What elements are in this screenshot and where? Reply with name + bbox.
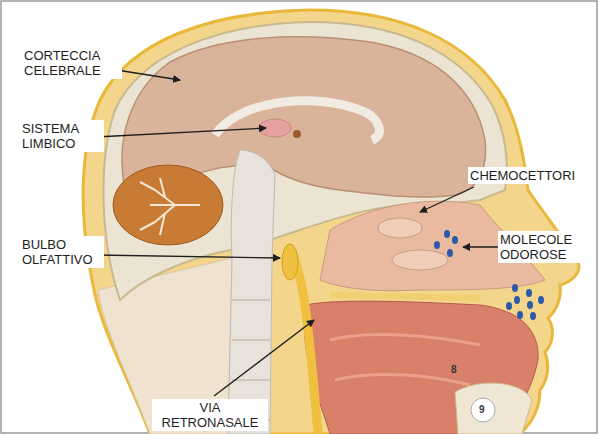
part-label: SISTEMA LIMBICO bbox=[20, 120, 104, 152]
tongue-fibres bbox=[330, 335, 480, 385]
head-skin bbox=[83, 10, 579, 434]
skull bbox=[104, 22, 507, 300]
part-label: CORTECCIA CELEBRALE bbox=[22, 47, 122, 79]
nasal-concha bbox=[378, 218, 422, 238]
brainstem bbox=[228, 150, 275, 434]
olfactory-bulb bbox=[282, 244, 298, 280]
part-label: BULBO OLFATTIVO bbox=[20, 236, 104, 268]
callout-number: 9 bbox=[479, 404, 491, 415]
part-label: MOLECOLE ODOROSE bbox=[498, 231, 594, 263]
leader-lines bbox=[96, 68, 498, 396]
jaw-bone bbox=[455, 383, 532, 434]
pharynx bbox=[292, 252, 318, 434]
nasal-concha bbox=[392, 250, 448, 270]
corpus-callosum bbox=[215, 101, 379, 140]
brain-dot bbox=[293, 130, 301, 138]
callout-circle bbox=[471, 398, 495, 422]
callout-number: 8 bbox=[451, 364, 463, 375]
cerebellum bbox=[113, 165, 223, 245]
tongue bbox=[304, 301, 538, 434]
cerebellum-tree bbox=[140, 178, 200, 235]
part-label: CHEMOCETTORI bbox=[468, 167, 584, 184]
palate bbox=[330, 295, 480, 298]
part-label: VIA RETRONASALE bbox=[152, 399, 268, 431]
